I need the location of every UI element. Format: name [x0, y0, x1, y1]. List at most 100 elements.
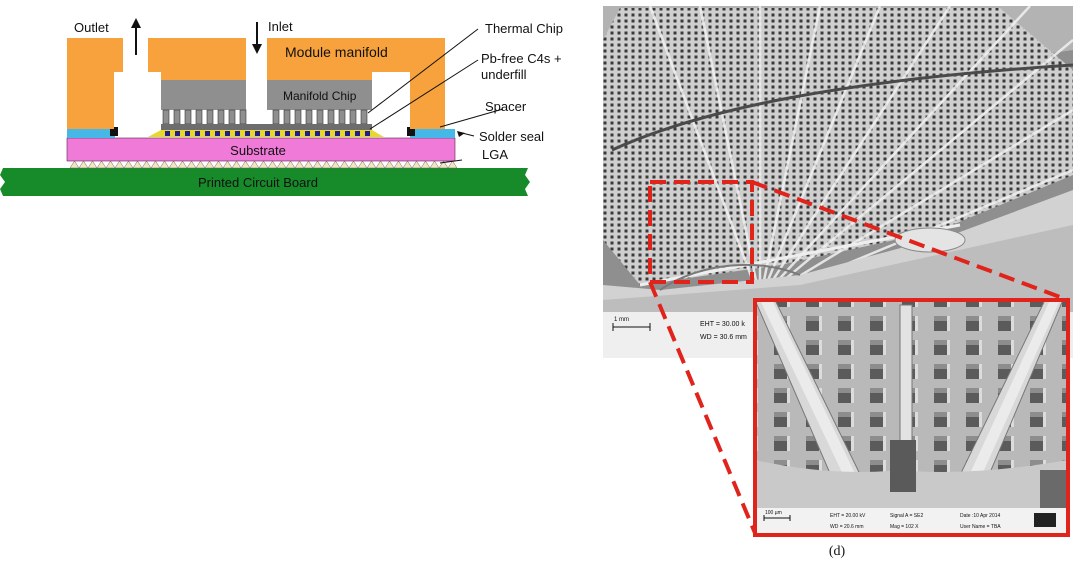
lga-contact [195, 160, 206, 169]
lga-contact [276, 160, 287, 169]
zeiss-logo [1034, 513, 1056, 527]
lga-contact [231, 160, 242, 169]
thermal-chip [161, 124, 372, 130]
c4-bump [205, 131, 210, 136]
manifold-chip-ribs [162, 109, 368, 125]
manifold-chip-label: Manifold Chip [283, 89, 357, 103]
manifold-rib [338, 109, 346, 125]
inset-info-eht: EHT = 20.00 kV [830, 513, 866, 519]
inset-info-mag: Mag = 102 X [890, 524, 919, 530]
spacer-right [407, 127, 415, 136]
lga-contact [321, 160, 332, 169]
c4-bump [265, 131, 270, 136]
lga-contact [267, 160, 278, 169]
c4-bump [215, 131, 220, 136]
c4-bump [185, 131, 190, 136]
lga-contact [168, 160, 179, 169]
lga-contact [402, 160, 413, 169]
manifold-rib [316, 109, 324, 125]
lga-contact [222, 160, 233, 169]
lga-contact [411, 160, 422, 169]
manifold-rib [294, 109, 302, 125]
manifold-rib [305, 109, 313, 125]
lga-contact [213, 160, 224, 169]
radial-fin [758, 6, 822, 301]
manifold-rib [349, 109, 357, 125]
lga-contact [249, 160, 260, 169]
c4-bump [275, 131, 280, 136]
lga-contact [258, 160, 269, 169]
lga-contact [357, 160, 368, 169]
pcb-label: Printed Circuit Board [198, 175, 318, 190]
lga-contact [330, 160, 341, 169]
lga-contact [339, 160, 350, 169]
inset-info-bar [755, 508, 1068, 535]
module-manifold-label: Module manifold [285, 44, 388, 60]
lga-contact [240, 160, 251, 169]
c4-bump [165, 131, 170, 136]
lga-contact [285, 160, 296, 169]
lga-contacts [69, 160, 458, 169]
solder-seal-left [67, 129, 115, 138]
lga-contact [348, 160, 359, 169]
sem-info-wd: WD = 30.6 mm [700, 334, 747, 341]
c4-bump [195, 131, 200, 136]
lga-contact [114, 160, 125, 169]
c4-bump [325, 131, 330, 136]
pbfree-label-1: Pb-free C4s + [481, 51, 562, 66]
lga-contact [123, 160, 134, 169]
inset-scalebar-label: 100 µm [765, 510, 782, 516]
manifold-rib [228, 109, 236, 125]
c4-bump [295, 131, 300, 136]
inset-info-wd: WD = 20.6 mm [830, 524, 863, 530]
c4-bump [225, 131, 230, 136]
lga-contact [177, 160, 188, 169]
lga-contact [420, 160, 431, 169]
manifold-rib [217, 109, 225, 125]
figure-caption: (d) [829, 544, 846, 559]
substrate-label: Substrate [230, 143, 286, 158]
callout-leaders [367, 28, 504, 164]
inlet-label: Inlet [268, 19, 293, 34]
thermal-chip-label: Thermal Chip [485, 21, 563, 36]
spacer-left [110, 127, 118, 136]
manifold-chip-right [267, 80, 372, 110]
sem-info-eht: EHT = 30.00 k [700, 321, 745, 328]
sem-inset-image: 100 µm EHT = 20.00 kV WD = 20.6 mm Signa… [753, 298, 1070, 537]
c4-bump [335, 131, 340, 136]
manifold-rib [283, 109, 291, 125]
radial-fin [758, 6, 952, 301]
c4-bump [235, 131, 240, 136]
manifold-rib [195, 109, 203, 125]
substrate [66, 137, 456, 162]
lga-contact [438, 160, 449, 169]
solder-seal-right [410, 129, 455, 138]
zoom-connector-top [751, 180, 1069, 302]
outlet-label: Outlet [74, 20, 109, 35]
lga-contact [150, 160, 161, 169]
c4-bump [345, 131, 350, 136]
lga-contact [78, 160, 89, 169]
zoom-connector-bottom [648, 281, 757, 534]
lga-contact [294, 160, 305, 169]
solder-seal-label: Solder seal [479, 129, 544, 144]
lga-contact [366, 160, 377, 169]
radial-fin [759, 39, 1073, 301]
lga-contact [303, 160, 314, 169]
sem-scalebar-label: 1 mm [614, 317, 629, 323]
c4-bump [175, 131, 180, 136]
pbfree-label-2: underfill [481, 67, 527, 82]
zoom-selection-box [648, 180, 754, 284]
c4-bump [285, 131, 290, 136]
inset-info-date: Date :10 Apr 2014 [960, 513, 1001, 519]
manifold-rib [272, 109, 280, 125]
radial-fin [759, 108, 1073, 302]
lga-contact [393, 160, 404, 169]
lga-label: LGA [482, 147, 508, 162]
lga-contact [159, 160, 170, 169]
c4-bump [305, 131, 310, 136]
spacer-label: Spacer [485, 99, 527, 114]
c4-bump [255, 131, 260, 136]
lga-contact [429, 160, 440, 169]
